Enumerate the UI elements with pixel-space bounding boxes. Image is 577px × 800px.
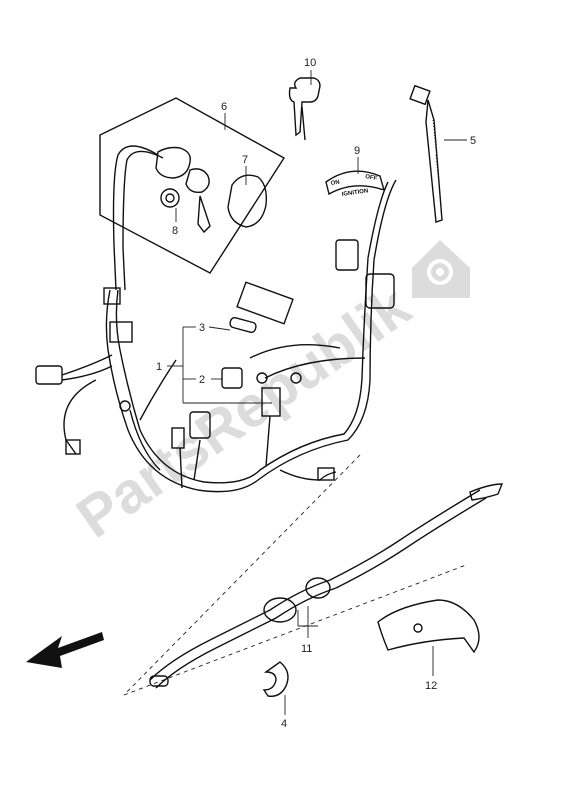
leader-lines: [167, 70, 467, 715]
callouts: 10 6 7 8 9 5 3 1 2 11 12 4: [156, 57, 476, 730]
callout-6: 6: [221, 101, 227, 113]
arrow-left-down-icon: [26, 632, 104, 668]
callout-5: 5: [470, 135, 476, 147]
callout-9: 9: [354, 145, 360, 157]
clamp: [262, 661, 289, 697]
main-wiring-harness: [35, 179, 397, 493]
callout-12: 12: [425, 680, 437, 692]
ignition-decal: ON OFF IGNITION: [325, 170, 386, 198]
neutral-switch-lead: [149, 483, 504, 689]
callout-4: 4: [281, 718, 287, 730]
ignition-switch: [112, 145, 268, 291]
callout-3: 3: [199, 322, 205, 334]
gear-icon: [412, 240, 470, 298]
decal-ignition-text: IGNITION: [341, 188, 368, 198]
callout-10: 10: [304, 57, 316, 69]
callout-7: 7: [242, 154, 248, 166]
callout-8: 8: [172, 225, 178, 237]
ignition-key: [288, 77, 321, 141]
ignition-switch-set-box: [99, 97, 285, 274]
decal-on-text: ON: [330, 179, 340, 186]
watermark: PartsRepublik: [65, 240, 470, 551]
cable-tie: [409, 84, 443, 223]
watermark-text: PartsRepublik: [65, 273, 422, 550]
callout-1: 1: [156, 361, 162, 373]
callout-11: 11: [301, 643, 312, 655]
decal-off-text: OFF: [365, 174, 378, 182]
reference-lines: [123, 454, 467, 696]
callout-2: 2: [199, 374, 205, 386]
cover: [377, 599, 480, 654]
